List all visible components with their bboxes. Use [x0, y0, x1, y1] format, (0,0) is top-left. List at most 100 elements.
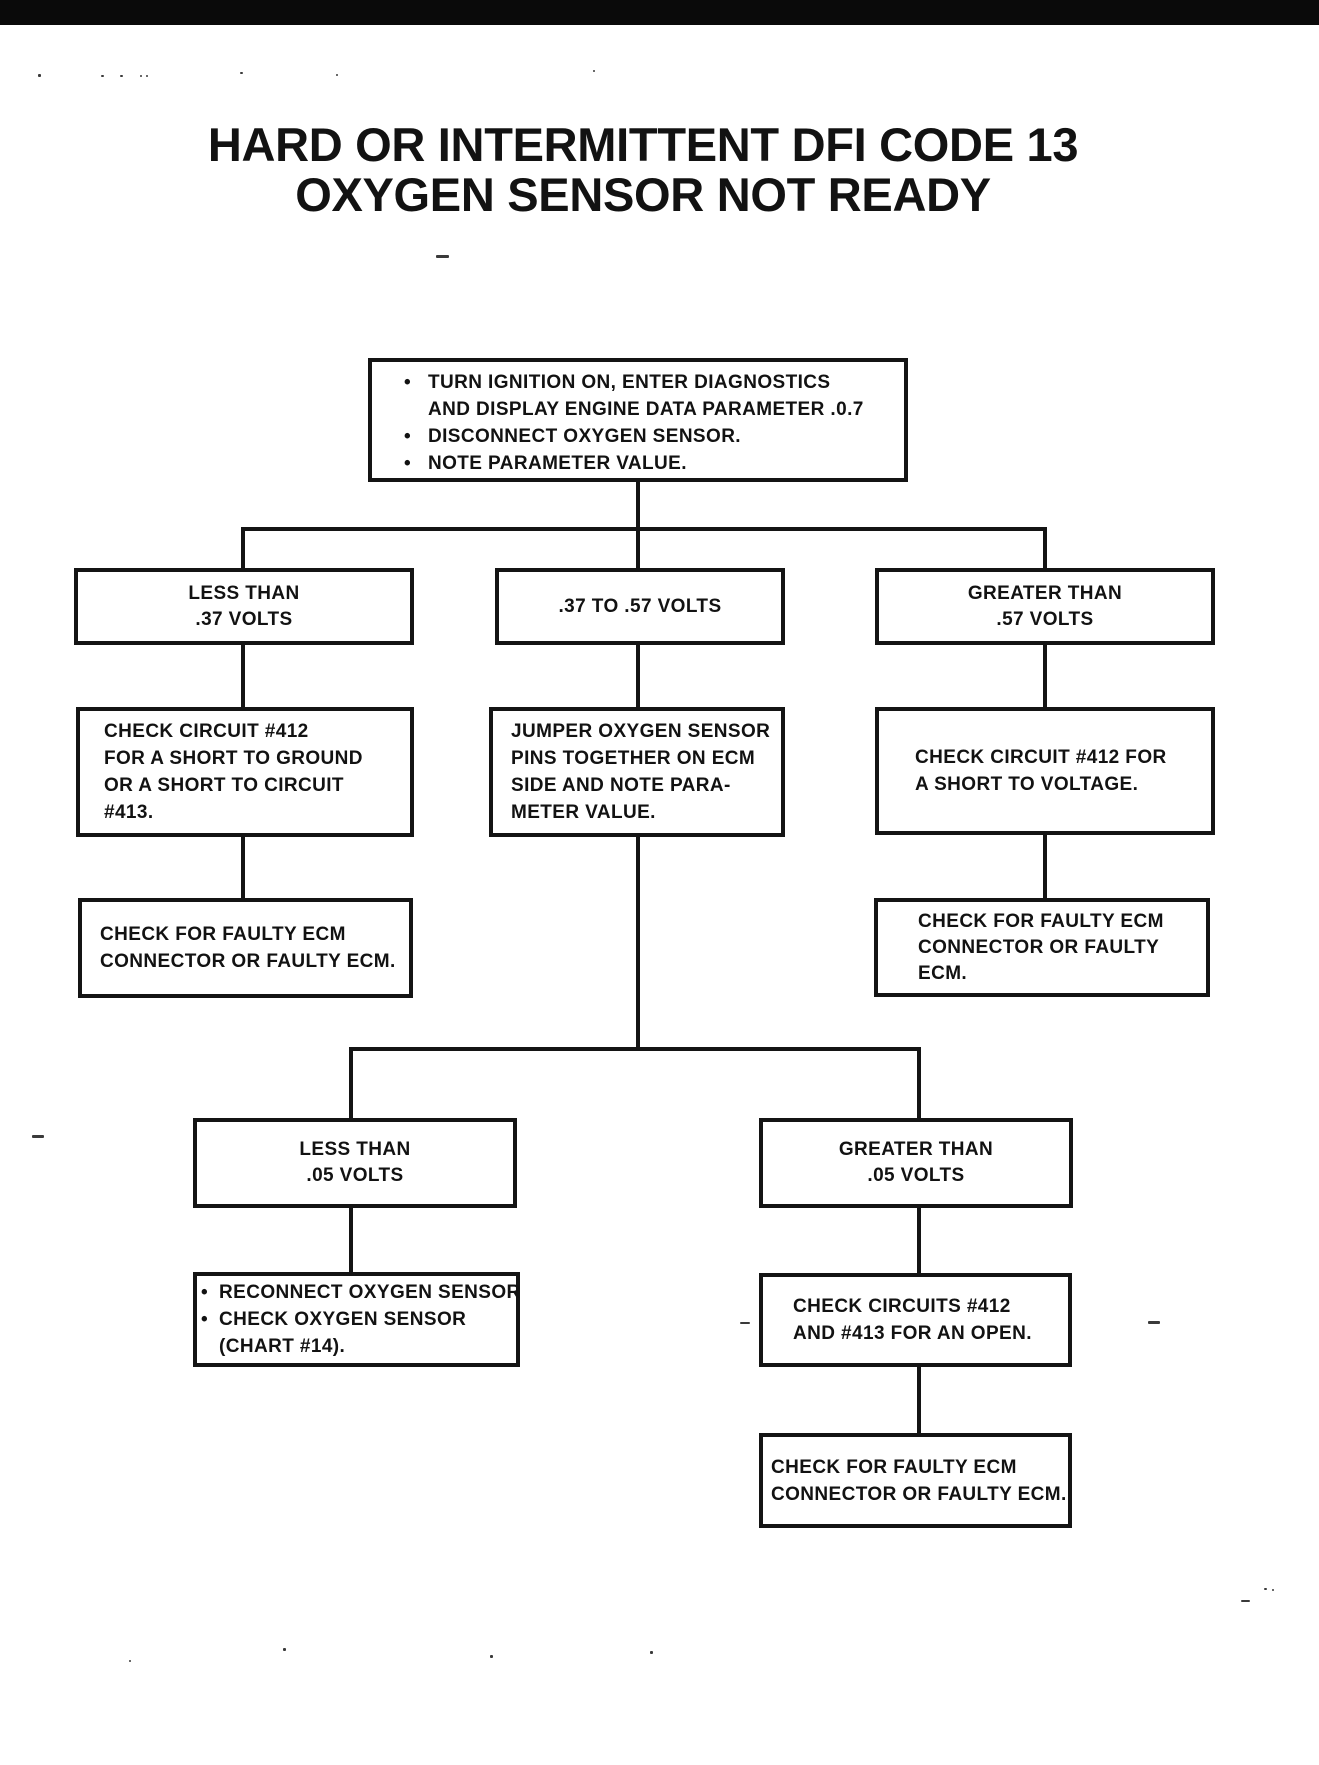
connector-line [241, 529, 245, 570]
connector-line [636, 478, 640, 531]
scan-artifact [240, 72, 243, 74]
scan-artifact [129, 1660, 131, 1662]
scan-artifact [490, 1655, 493, 1658]
start-text: NOTE PARAMETER VALUE. [428, 453, 687, 474]
connector-line [917, 1206, 921, 1276]
box-text-line: CHECK FOR FAULTY ECM [100, 924, 346, 945]
bullet-icon: • [201, 1282, 209, 1303]
connector-line [1043, 529, 1047, 570]
box-text-line: FOR A SHORT TO GROUND [104, 748, 363, 769]
start-line: • TURN IGNITION ON, ENTER DIAGNOSTICS [404, 369, 830, 396]
scan-artifact [32, 1135, 44, 1138]
connector-line [241, 643, 245, 709]
box-text-line: .37 VOLTS [195, 608, 293, 630]
box-text-line: GREATER THAN [838, 1139, 994, 1160]
connector-line [349, 1206, 353, 1274]
page-title: HARD OR INTERMITTENT DFI CODE 13 OXYGEN … [0, 120, 1286, 220]
box-text-line: .05 VOLTS [867, 1165, 965, 1186]
decision-box-less-than-05-volts: LESS THAN .05 VOLTS [193, 1118, 517, 1208]
decision-box-37-to-57-volts: .37 TO .57 VOLTS [495, 568, 785, 645]
scan-artifact [740, 1322, 750, 1324]
box-text-line: CHECK FOR FAULTY ECM [918, 910, 1164, 932]
start-text: DISCONNECT OXYGEN SENSOR. [428, 426, 741, 447]
start-text: TURN IGNITION ON, ENTER DIAGNOSTICS [428, 372, 831, 393]
box-text-line: CHECK CIRCUIT #412 [104, 721, 309, 742]
scan-artifact [146, 75, 148, 77]
connector-line [241, 835, 245, 902]
connector-line [241, 527, 1047, 531]
decision-box-less-than-37-volts: LESS THAN .37 VOLTS [74, 568, 414, 645]
box-text-line: CONNECTOR OR FAULTY ECM. [771, 1483, 1067, 1505]
scan-artifact [436, 255, 449, 258]
bullet-icon: • [404, 426, 412, 447]
box-text-line: #413. [104, 802, 154, 823]
scan-artifact [101, 75, 104, 77]
connector-line [917, 1365, 921, 1435]
scan-artifact [1264, 1588, 1267, 1590]
action-box-check-circuit-412-ground: CHECK CIRCUIT #412 FOR A SHORT TO GROUND… [76, 707, 414, 837]
scan-artifact [120, 75, 123, 77]
bullet-icon: • [201, 1309, 209, 1330]
box-text-line: .57 VOLTS [996, 608, 1094, 630]
box-text-line: • RECONNECT OXYGEN SENSOR [201, 1279, 521, 1306]
bullet-icon: • [404, 372, 412, 393]
page-title-line1: HARD OR INTERMITTENT DFI CODE 13 [207, 118, 1079, 171]
box-text-line: LESS THAN [188, 582, 300, 604]
box-text-line: ECM. [918, 962, 968, 984]
box-text: RECONNECT OXYGEN SENSOR [219, 1282, 521, 1303]
action-box-jumper-oxygen-sensor: JUMPER OXYGEN SENSOR PINS TOGETHER ON EC… [489, 707, 785, 837]
scan-artifact [38, 74, 41, 77]
action-box-faulty-ecm-bottom: CHECK FOR FAULTY ECM CONNECTOR OR FAULTY… [759, 1433, 1072, 1528]
scan-artifact [1272, 1589, 1274, 1591]
decision-box-greater-than-57-volts: GREATER THAN .57 VOLTS [875, 568, 1215, 645]
connector-line [349, 1047, 921, 1051]
scan-artifact [336, 74, 338, 76]
connector-line [917, 1049, 921, 1120]
box-text-line: PINS TOGETHER ON ECM [511, 748, 756, 769]
page-title-line2: OXYGEN SENSOR NOT READY [295, 168, 991, 221]
box-text-line: OR A SHORT TO CIRCUIT [104, 775, 344, 796]
box-text-line: CHECK FOR FAULTY ECM [771, 1456, 1017, 1478]
scan-artifact [1241, 1600, 1250, 1602]
box-text-line: CHECK CIRCUIT #412 FOR [915, 747, 1167, 768]
box-text-line: SIDE AND NOTE PARA- [511, 775, 731, 796]
action-box-check-circuit-412-voltage: CHECK CIRCUIT #412 FOR A SHORT TO VOLTAG… [875, 707, 1215, 835]
box-text: (CHART #14). [219, 1336, 346, 1357]
action-box-faulty-ecm-left: CHECK FOR FAULTY ECM CONNECTOR OR FAULTY… [78, 898, 413, 998]
box-text-line: .05 VOLTS [306, 1165, 404, 1186]
action-box-check-circuits-open: CHECK CIRCUITS #412 AND #413 FOR AN OPEN… [759, 1273, 1072, 1367]
box-text-line: A SHORT TO VOLTAGE. [915, 774, 1139, 795]
connector-line [636, 529, 640, 570]
scan-artifact [140, 75, 142, 77]
start-line: • DISCONNECT OXYGEN SENSOR. [404, 423, 741, 450]
box-text-line: GREATER THAN [967, 582, 1123, 604]
start-text: AND DISPLAY ENGINE DATA PARAMETER .0.7 [428, 399, 864, 420]
box-text-line: CONNECTOR OR FAULTY ECM. [100, 951, 396, 972]
scan-artifact [593, 70, 595, 72]
scan-artifact [283, 1648, 286, 1651]
connector-line [636, 835, 640, 1049]
box-text-line: METER VALUE. [511, 802, 656, 823]
start-box: • TURN IGNITION ON, ENTER DIAGNOSTICS AN… [368, 358, 908, 482]
start-line: AND DISPLAY ENGINE DATA PARAMETER .0.7 [428, 396, 864, 423]
box-text-line: (CHART #14). [219, 1333, 345, 1360]
connector-line [1043, 835, 1047, 902]
box-text-line: • CHECK OXYGEN SENSOR [201, 1306, 467, 1333]
action-box-reconnect-oxygen-sensor: • RECONNECT OXYGEN SENSOR • CHECK OXYGEN… [193, 1272, 520, 1367]
connector-line [349, 1049, 353, 1120]
action-box-faulty-ecm-right: CHECK FOR FAULTY ECM CONNECTOR OR FAULTY… [874, 898, 1210, 997]
box-text-line: CONNECTOR OR FAULTY [918, 936, 1160, 958]
box-text-line: LESS THAN [299, 1139, 411, 1160]
scan-black-bar [0, 0, 1319, 25]
box-text: CHECK OXYGEN SENSOR [219, 1309, 467, 1330]
box-text-line: AND #413 FOR AN OPEN. [793, 1323, 1032, 1344]
start-line: • NOTE PARAMETER VALUE. [404, 450, 687, 477]
scan-artifact [650, 1651, 653, 1654]
box-text-line: CHECK CIRCUITS #412 [793, 1296, 1011, 1317]
connector-line [1043, 643, 1047, 709]
bullet-icon: • [404, 453, 412, 474]
decision-box-greater-than-05-volts: GREATER THAN .05 VOLTS [759, 1118, 1073, 1208]
connector-line [636, 643, 640, 709]
box-text-line: JUMPER OXYGEN SENSOR [511, 721, 771, 742]
